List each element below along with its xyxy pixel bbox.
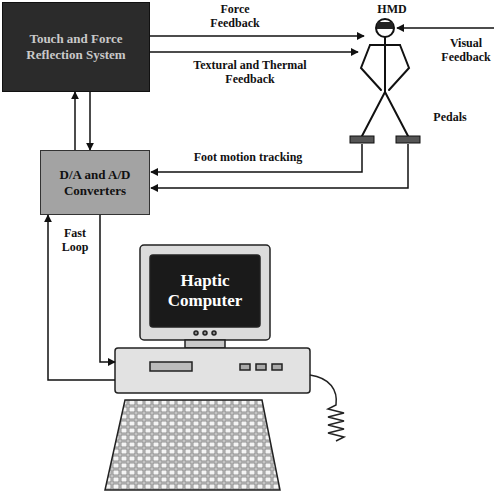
computer-node: Haptic Computer xyxy=(115,245,310,495)
monitor-button xyxy=(203,331,207,335)
signal-arrow xyxy=(74,92,76,150)
case-button xyxy=(240,364,250,370)
leg xyxy=(362,92,385,136)
system-box: Touch and Force Reflection System xyxy=(2,2,150,92)
loop-label: Fast Loop xyxy=(54,226,96,254)
tracking-line xyxy=(151,144,362,172)
signal-arrow xyxy=(100,215,115,362)
converter-box: D/A and A/D Converters xyxy=(40,150,150,215)
feedback-label: Visual Feedback xyxy=(437,36,495,64)
signal-arrow xyxy=(89,92,91,150)
arm xyxy=(361,45,381,90)
texture-arrow xyxy=(150,51,358,53)
human-figure xyxy=(361,19,409,136)
arm xyxy=(389,45,409,90)
monitor-stand xyxy=(185,340,225,348)
feedback-label: Force Feedback xyxy=(195,2,275,30)
keyboard xyxy=(105,400,280,490)
monitor-button xyxy=(194,331,198,335)
pedal xyxy=(396,136,420,143)
monitor-screen xyxy=(150,255,260,327)
monitor-bezel xyxy=(140,245,270,340)
feedback-label: Textural and Thermal Feedback xyxy=(185,58,315,86)
computer-case xyxy=(115,348,310,393)
pedal xyxy=(350,136,374,143)
monitor-button xyxy=(212,331,216,335)
shoulders xyxy=(370,44,400,46)
device-label: Pedals xyxy=(425,110,475,124)
computer-illustration xyxy=(105,245,344,490)
node-label: D/A and A/D Converters xyxy=(47,167,143,199)
signal-arrow xyxy=(48,215,115,380)
head xyxy=(376,19,394,37)
leg xyxy=(385,92,408,136)
force-arrow xyxy=(150,35,364,37)
node-label: Haptic Computer xyxy=(150,271,260,311)
hmd-visor xyxy=(377,22,393,29)
signal-label: Foot motion tracking xyxy=(178,150,318,164)
case-button xyxy=(256,364,266,370)
node-label: Touch and Force Reflection System xyxy=(9,31,143,63)
tracking-line xyxy=(151,144,408,188)
case-button xyxy=(272,364,282,370)
screen-area: Haptic Computer xyxy=(150,255,260,327)
keyboard-cord xyxy=(310,375,344,441)
device-label: HMD xyxy=(372,2,412,16)
visual-arrow xyxy=(397,27,494,29)
floppy-slot xyxy=(150,362,192,371)
